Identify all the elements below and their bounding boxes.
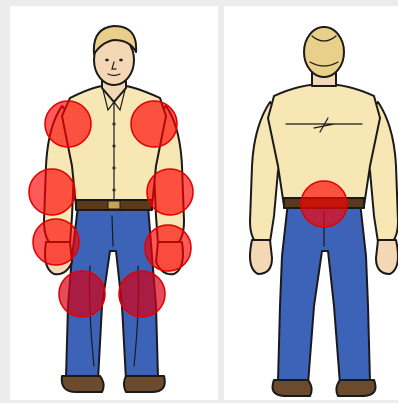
- marker-left-hand: [33, 219, 79, 265]
- back-figure: [224, 6, 398, 400]
- marker-right-shoulder: [131, 101, 177, 147]
- marker-right-hand: [145, 225, 191, 271]
- back-view-panel: [224, 6, 398, 400]
- marker-left-shoulder: [45, 101, 91, 147]
- marker-right-knee: [119, 271, 165, 317]
- marker-left-knee: [59, 271, 105, 317]
- front-view-panel: [10, 6, 218, 400]
- marker-right-elbow: [147, 169, 193, 215]
- front-figure: [10, 6, 218, 400]
- marker-lower-back: [301, 181, 347, 227]
- marker-left-elbow: [29, 169, 75, 215]
